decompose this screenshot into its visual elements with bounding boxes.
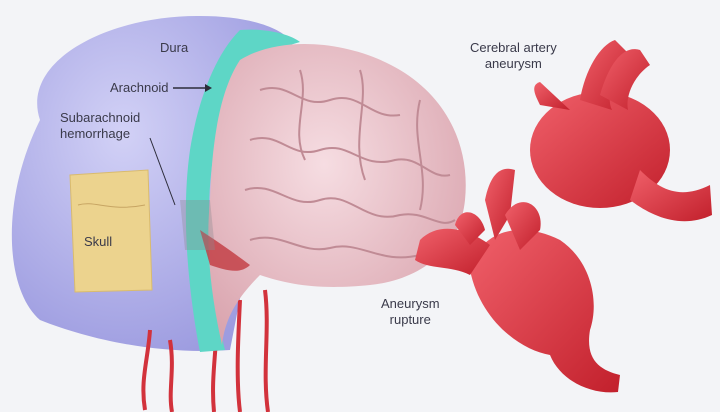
brain [208,43,466,346]
arteries-lower [141,289,270,412]
label-subarachnoid-line1: Subarachnoid [60,110,141,125]
label-arachnoid: Arachnoid [110,80,169,95]
label-dura: Dura [160,40,189,55]
skull-crack [77,203,146,208]
brain-folds [244,69,456,259]
ruptured-aneurysm [415,168,620,393]
label-rupture-line1: Aneurysm [381,296,440,311]
skull-patch [69,169,153,293]
hemorrhage-pointer [149,137,176,206]
arachnoid-layer [185,29,300,353]
hemorrhage-shadow [180,200,215,250]
label-skull: Skull [84,234,113,249]
label-cerebral-line2: aneurysm [484,56,542,71]
label-cerebral-line1: Cerebral artery [470,40,557,55]
arachnoid-arrowhead [205,84,212,92]
label-subarachnoid-line2: hemorrhage [60,126,131,141]
label-aneurysm-rupture: Aneurysm rupture [381,296,440,328]
hemorrhage [200,230,250,271]
label-rupture-line2: rupture [389,312,431,327]
cerebral-aneurysm [530,40,712,222]
label-subarachnoid-hemorrhage: Subarachnoid hemorrhage [60,110,140,142]
label-cerebral-artery-aneurysm: Cerebral artery aneurysm [470,40,557,72]
